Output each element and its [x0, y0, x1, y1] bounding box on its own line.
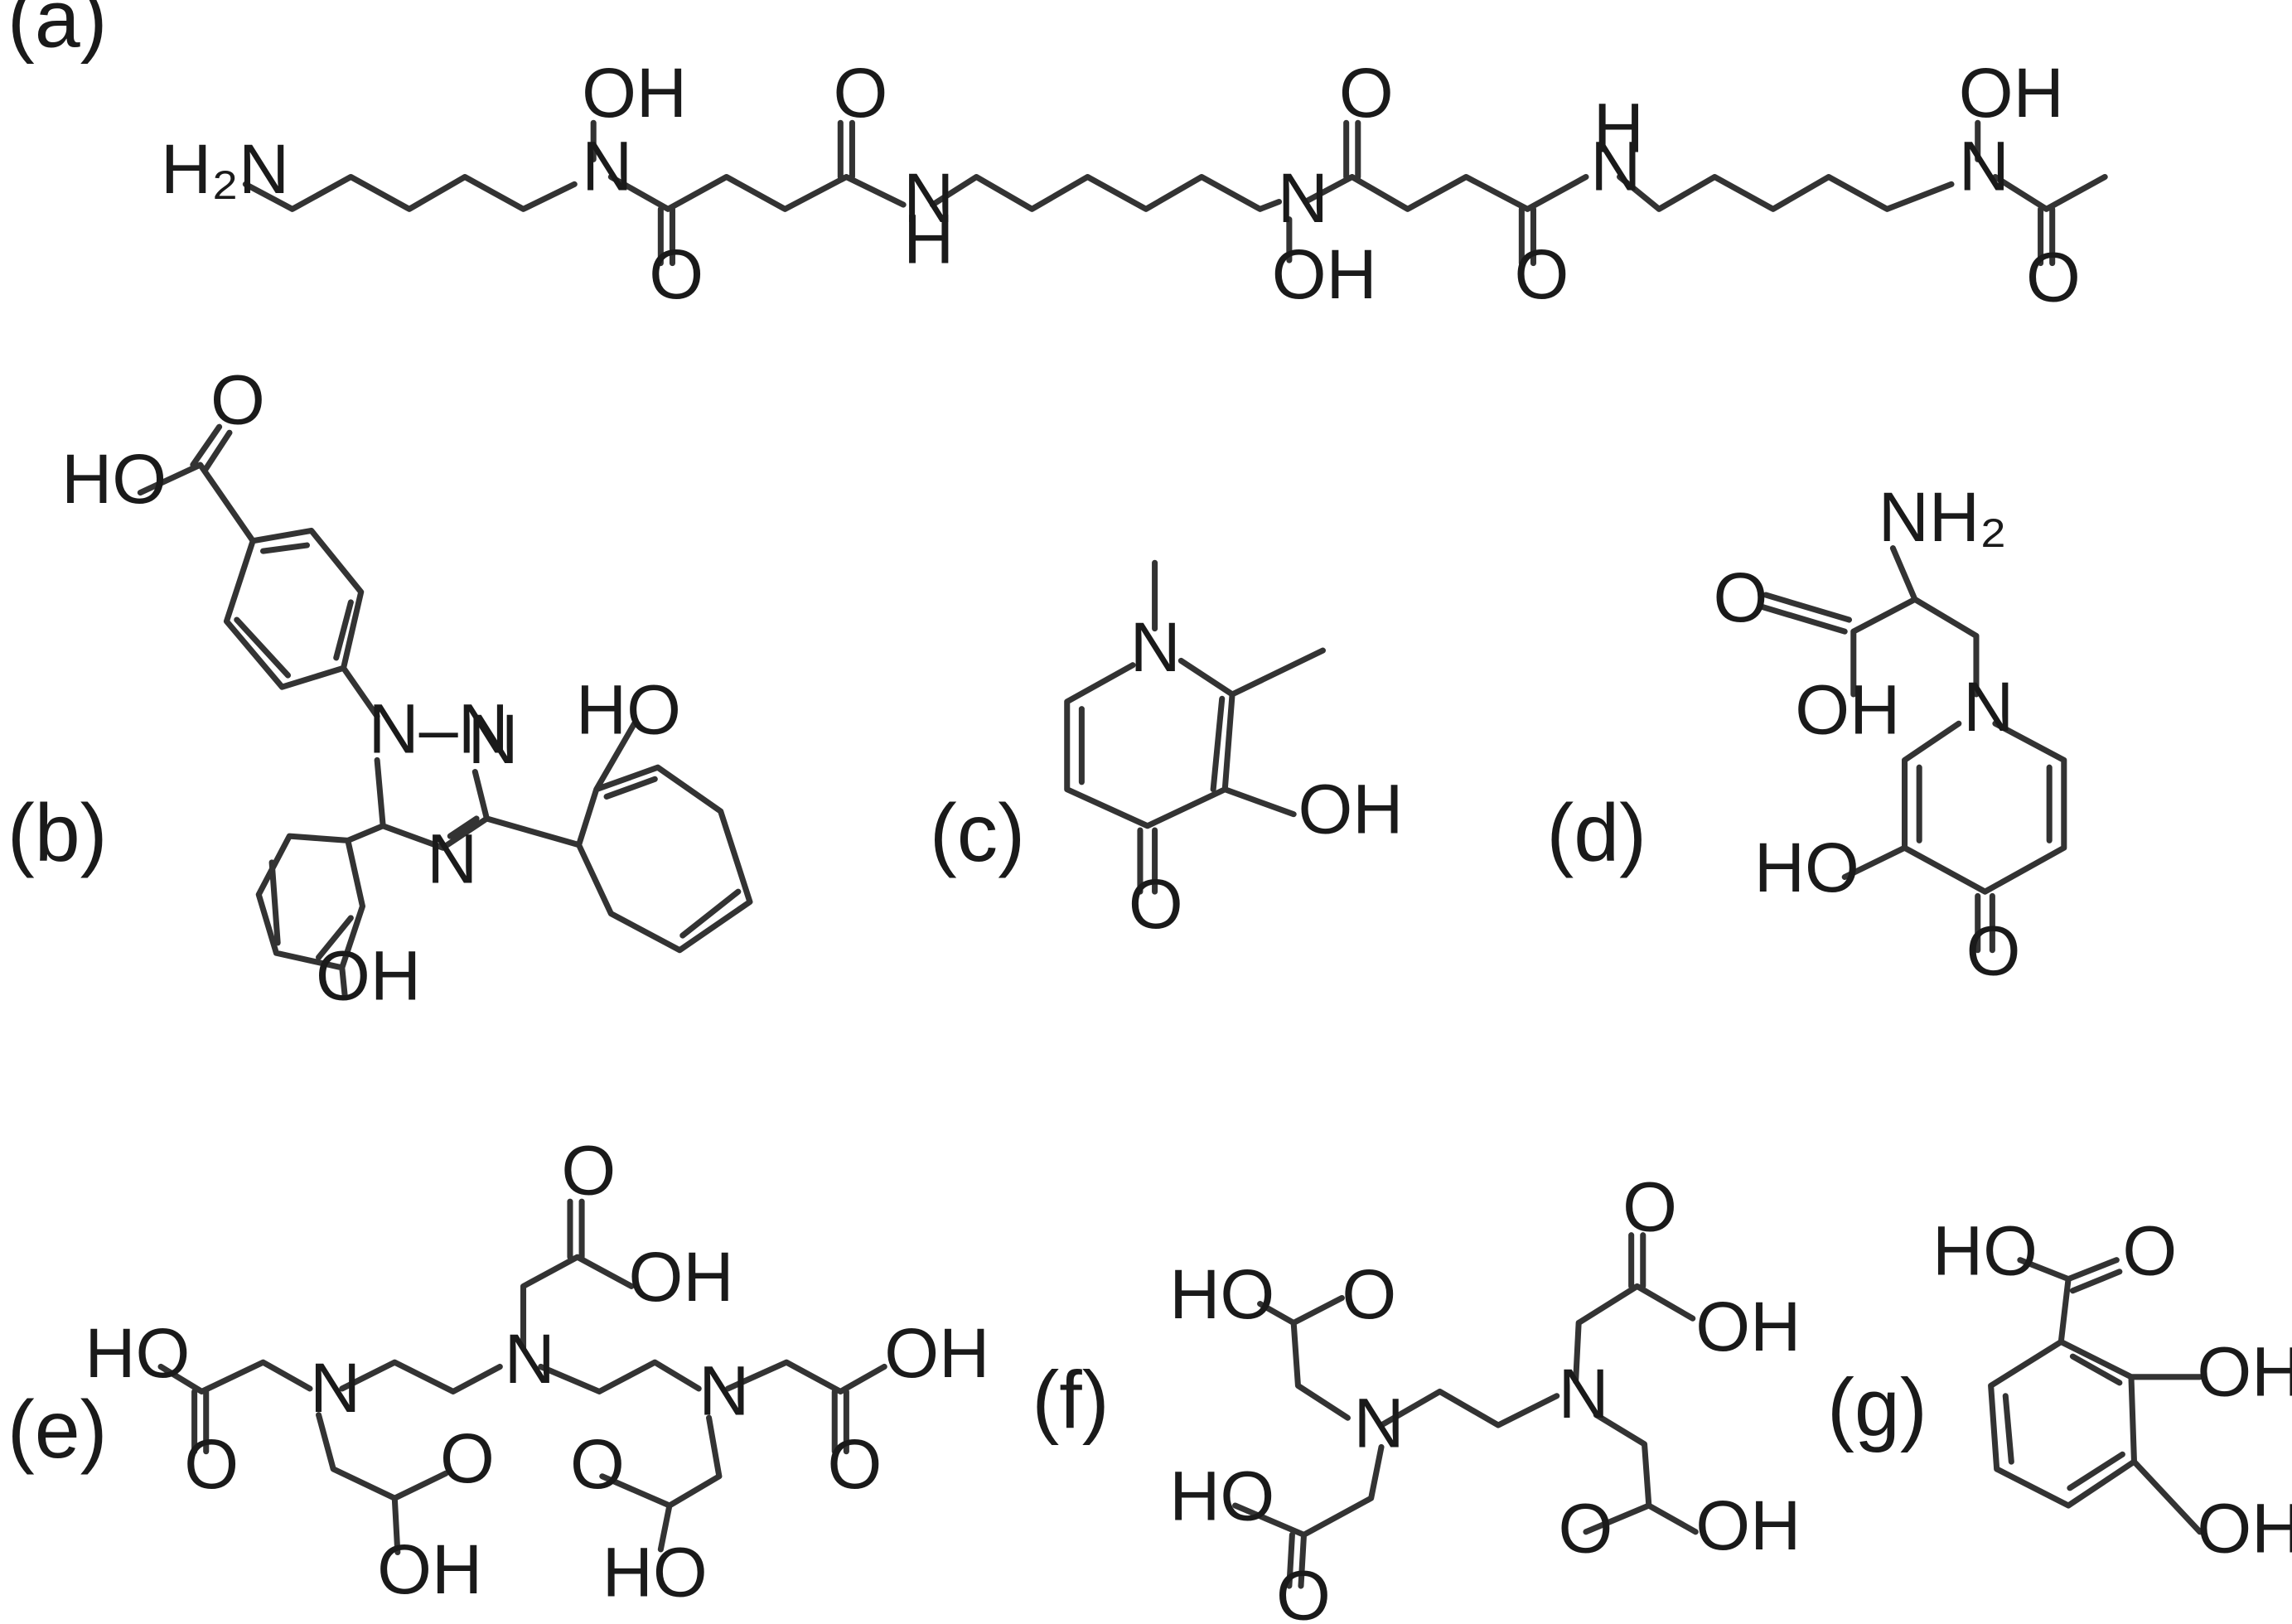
structure-b: (b) O HO N–N N N HO OH — [7, 360, 753, 1015]
atom-n: N — [903, 158, 954, 237]
atom-ho: HO — [1169, 1457, 1274, 1535]
atom-o: O — [1713, 558, 1767, 636]
atom-n: N — [699, 1351, 749, 1430]
atom-o: O — [1129, 864, 1183, 943]
structure-f: (f) HO O N HO O N O OH O OH — [1032, 1167, 1801, 1624]
atom-oh: OH — [629, 1237, 734, 1316]
atom-ho: HO — [602, 1532, 708, 1611]
structure-f-bonds — [1232, 1232, 1699, 1589]
atom-oh: OH — [1959, 53, 2064, 132]
atom-n: N — [1558, 1354, 1608, 1433]
atom-n: N — [1590, 126, 1641, 205]
structure-a-bonds — [242, 119, 2108, 267]
atom-o: O — [561, 1130, 616, 1209]
atom-o: O — [833, 53, 887, 132]
atom-o: O — [1622, 1167, 1677, 1245]
atom-oh: OH — [884, 1313, 989, 1392]
atom-o: O — [1276, 1556, 1331, 1624]
atom-n: N — [1130, 607, 1181, 686]
structure-b-bonds — [137, 423, 753, 1000]
atom-h: H — [903, 200, 954, 278]
atom-o: O — [1342, 1254, 1396, 1333]
structure-d: (d) NH₂ O OH N HO O — [1546, 477, 2067, 990]
atom-n: N — [1353, 1383, 1404, 1462]
atom-h: H — [1593, 89, 1644, 167]
structure-g-bonds — [1988, 1257, 2203, 1535]
atom-oh: OH — [1272, 234, 1377, 313]
structure-e: (e) HO O N O OH N O OH N O HO OH O — [7, 1130, 989, 1611]
atom-oh: OH — [377, 1530, 482, 1608]
atom-o: O — [1515, 234, 1569, 313]
structure-a: (a) H₂N OH N O O N H N OH O O H N OH N O — [7, 0, 2108, 316]
panel-label-b: (b) — [7, 787, 108, 878]
structure-d-bonds — [1758, 545, 2067, 954]
atom-ho: HO — [1932, 1211, 2038, 1289]
panel-label-e: (e) — [7, 1384, 108, 1475]
atom-n: N — [1959, 126, 2009, 205]
atom-n: N — [1963, 667, 2014, 746]
atom-o: O — [1966, 911, 2021, 990]
panel-label-f: (f) — [1032, 1355, 1109, 1446]
atom-ho: HO — [85, 1313, 190, 1392]
atom-n: N — [310, 1348, 360, 1427]
atom-oh: OH — [316, 936, 421, 1015]
atom-oh: OH — [2197, 1488, 2292, 1567]
atom-o: O — [210, 360, 265, 439]
panel-label-g: (g) — [1827, 1361, 1927, 1452]
atom-o: O — [1558, 1488, 1613, 1567]
atom-n: N — [467, 699, 518, 778]
atom-o: O — [2122, 1211, 2177, 1289]
atom-o: O — [2026, 237, 2081, 316]
atom-o: O — [649, 234, 704, 313]
atom-ho: HO — [61, 439, 167, 518]
atom-n-n: N–N — [369, 689, 509, 768]
atom-n: N — [582, 126, 632, 205]
panel-label-c: (c) — [930, 787, 1025, 878]
atom-o: O — [440, 1419, 495, 1497]
atom-oh: OH — [582, 53, 687, 132]
atom-h2n: H₂N — [161, 129, 289, 208]
atom-ho: HO — [576, 670, 681, 749]
atom-nh2: NH₂ — [1879, 477, 2007, 556]
atom-oh: OH — [2197, 1332, 2292, 1411]
atom-o: O — [1339, 53, 1394, 132]
panel-label-a: (a) — [7, 0, 108, 65]
atom-ho: HO — [1169, 1254, 1274, 1333]
atom-oh: OH — [1298, 770, 1403, 848]
atom-n: N — [427, 819, 477, 898]
structure-c-bonds — [1064, 559, 1326, 895]
atom-o: O — [827, 1424, 882, 1503]
atom-n: N — [505, 1319, 555, 1398]
atom-o: O — [184, 1424, 239, 1503]
atom-oh: OH — [1695, 1287, 1801, 1365]
atom-o: O — [570, 1424, 625, 1503]
structure-g: (g) HO O OH OH — [1827, 1211, 2292, 1567]
structure-c: (c) N OH O — [930, 559, 1403, 943]
panel-label-d: (d) — [1546, 787, 1646, 878]
atom-n: N — [1278, 158, 1328, 237]
atom-oh: OH — [1695, 1486, 1801, 1564]
structure-e-bonds — [157, 1198, 887, 1556]
atom-oh: OH — [1795, 670, 1900, 749]
atom-ho: HO — [1754, 828, 1859, 906]
